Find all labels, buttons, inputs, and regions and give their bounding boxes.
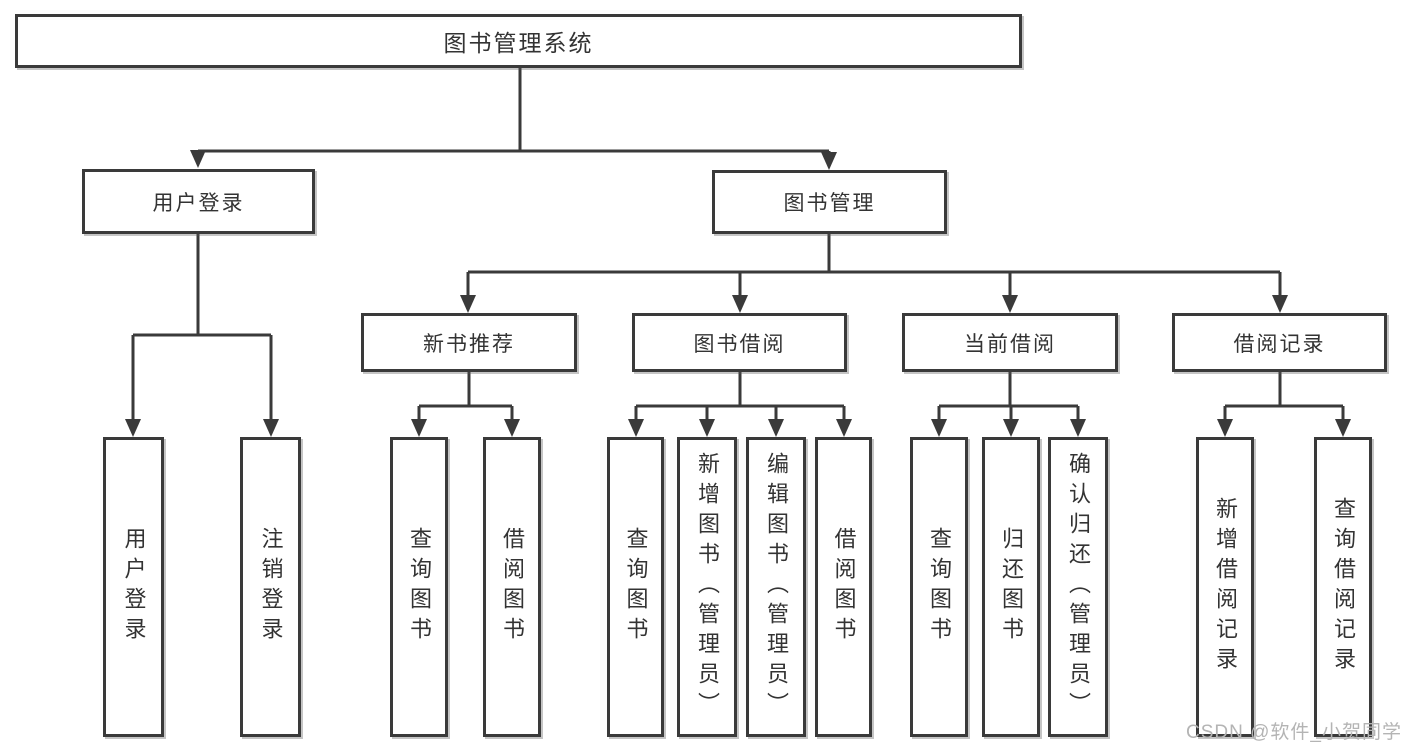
node-book-management: 图书管理: [712, 170, 947, 234]
node-library-management-system: 图书管理系统: [15, 14, 1022, 68]
leaf-borrow-borrow-books: 借阅图书: [815, 437, 872, 737]
connector-root-branch: [190, 68, 837, 170]
connector-book-mgmt-branch: [460, 234, 1288, 313]
node-current-borrowing: 当前借阅: [902, 313, 1118, 372]
leaf-newbook-borrow-books: 借阅图书: [483, 437, 541, 737]
connector-current-branch: [931, 372, 1086, 437]
node-user-login: 用户登录: [82, 169, 315, 234]
node-new-book-recommendation: 新书推荐: [361, 313, 577, 372]
node-book-borrowing: 图书借阅: [632, 313, 847, 372]
leaf-current-return-books: 归还图书: [982, 437, 1040, 737]
connector-newbook-branch: [411, 372, 520, 437]
leaf-borrow-add-book-admin: 新增图书（管理员）: [677, 437, 737, 737]
connector-records-branch: [1217, 372, 1351, 437]
leaf-borrow-query-books: 查询图书: [607, 437, 664, 737]
leaf-borrow-edit-book-admin: 编辑图书（管理员）: [746, 437, 806, 737]
leaf-user-login: 用户登录: [103, 437, 164, 737]
connector-user-login-branch: [125, 234, 279, 437]
node-borrowing-records: 借阅记录: [1172, 313, 1387, 372]
csdn-watermark: CSDN @软件_小贺同学: [1186, 722, 1402, 743]
leaf-current-query-books: 查询图书: [910, 437, 968, 737]
leaf-current-confirm-return-admin: 确认归还（管理员）: [1048, 437, 1108, 737]
leaf-newbook-query-books: 查询图书: [390, 437, 448, 737]
leaf-records-add-borrow-record: 新增借阅记录: [1196, 437, 1254, 737]
leaf-logout: 注销登录: [240, 437, 301, 737]
connector-borrow-branch: [628, 372, 852, 437]
leaf-records-query-borrow-record: 查询借阅记录: [1314, 437, 1372, 737]
